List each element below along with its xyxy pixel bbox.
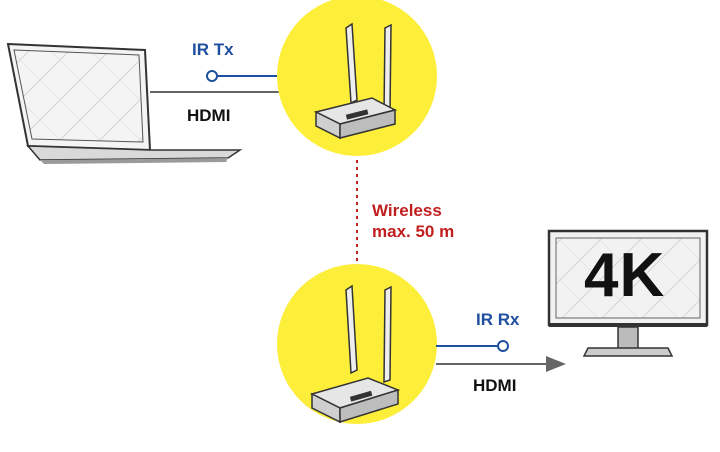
wireless-label-line2: max. 50 m <box>372 222 455 241</box>
ir-tx-connector <box>206 70 218 82</box>
ir-rx-connector <box>497 340 509 352</box>
receiver-device-icon <box>309 284 401 424</box>
hdmi-rx-label: HDMI <box>473 376 517 395</box>
hdmi-arrow-head <box>546 356 566 372</box>
receiver-circle <box>277 264 437 424</box>
ir-rx-label: IR Rx <box>476 310 520 329</box>
ir-tx-label: IR Tx <box>192 40 234 59</box>
laptop-icon <box>6 42 243 164</box>
resolution-label: 4K <box>584 241 666 310</box>
hdmi-tx-label: HDMI <box>187 106 231 125</box>
transmitter-device-icon <box>313 22 398 140</box>
monitor-icon <box>547 229 709 357</box>
wireless-label-line1: Wireless <box>372 201 442 220</box>
